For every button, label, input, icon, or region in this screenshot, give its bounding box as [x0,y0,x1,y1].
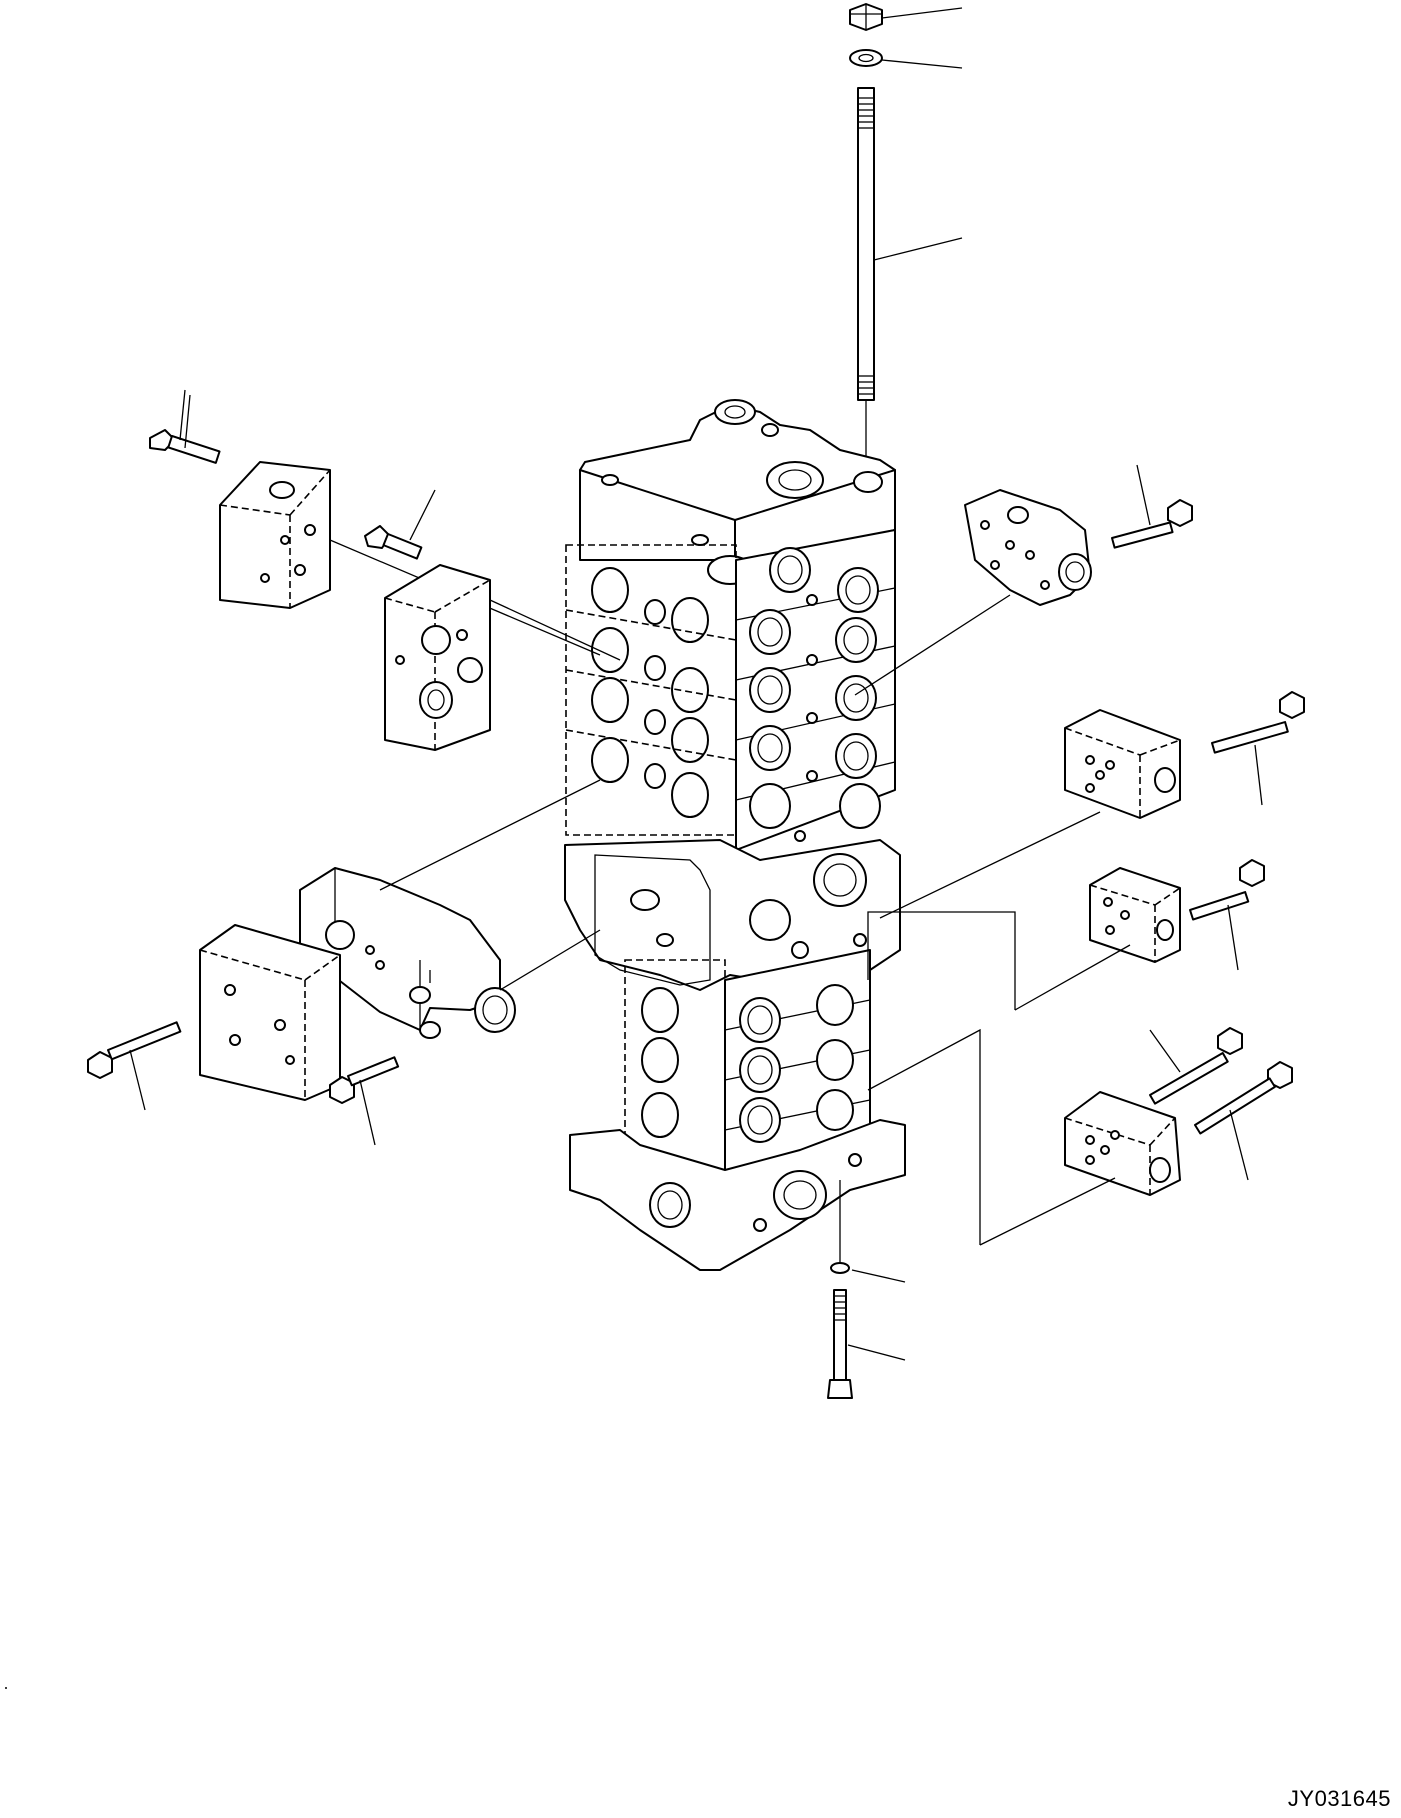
leader-line [1136,464,1151,526]
leader-line [409,489,436,541]
bottom-washer [830,1262,850,1274]
right-block-3 [1064,1091,1181,1196]
leader-line [979,1177,1116,1246]
leader-line [1014,944,1131,1011]
right-bolt-2 [1189,859,1265,921]
right-top-bolt [1111,499,1193,549]
leader-line [379,779,601,891]
leader-line [359,1079,376,1146]
left-upper-bolt [149,394,221,464]
right-bolt-1 [1211,691,1305,754]
tie-bolt [857,87,875,470]
leader-line [873,237,963,261]
top-washer [849,49,883,67]
left-upper-block [219,461,331,609]
left-second-block [384,564,491,751]
left-lower-valve [299,867,516,1039]
leader-line [867,911,1016,1010]
valve-stack-body [564,399,906,1271]
leader-line [499,929,601,991]
leader-line [179,389,186,441]
leader-line [881,7,963,19]
left-lower-bolt-1 [87,1021,182,1079]
leader-line [489,599,621,661]
leader-line [854,594,1011,696]
left-lower-block [199,924,341,1101]
right-bolt-3 [1149,1027,1243,1105]
figure-id-label: JY031645 [1287,1786,1391,1811]
leader-line [851,1269,906,1283]
leader-line [881,59,963,69]
leader-line [1229,1109,1249,1181]
right-block-2 [1089,867,1181,963]
right-block-1 [1064,709,1181,819]
leader-line [1149,1029,1181,1073]
leader-line [847,1344,906,1361]
left-lower-bolt-2 [329,1056,400,1104]
right-bolt-4 [1194,1061,1293,1135]
leader-line [867,1028,981,1245]
right-top-valve [964,489,1092,606]
leader-line [879,811,1101,919]
left-second-bolt [364,525,423,560]
leader-line [1227,904,1239,971]
leader-line [129,1049,146,1111]
stray-dot [5,1687,7,1689]
bottom-bolt [827,1289,853,1399]
top-nut [849,3,883,31]
leader-line [1254,744,1263,806]
